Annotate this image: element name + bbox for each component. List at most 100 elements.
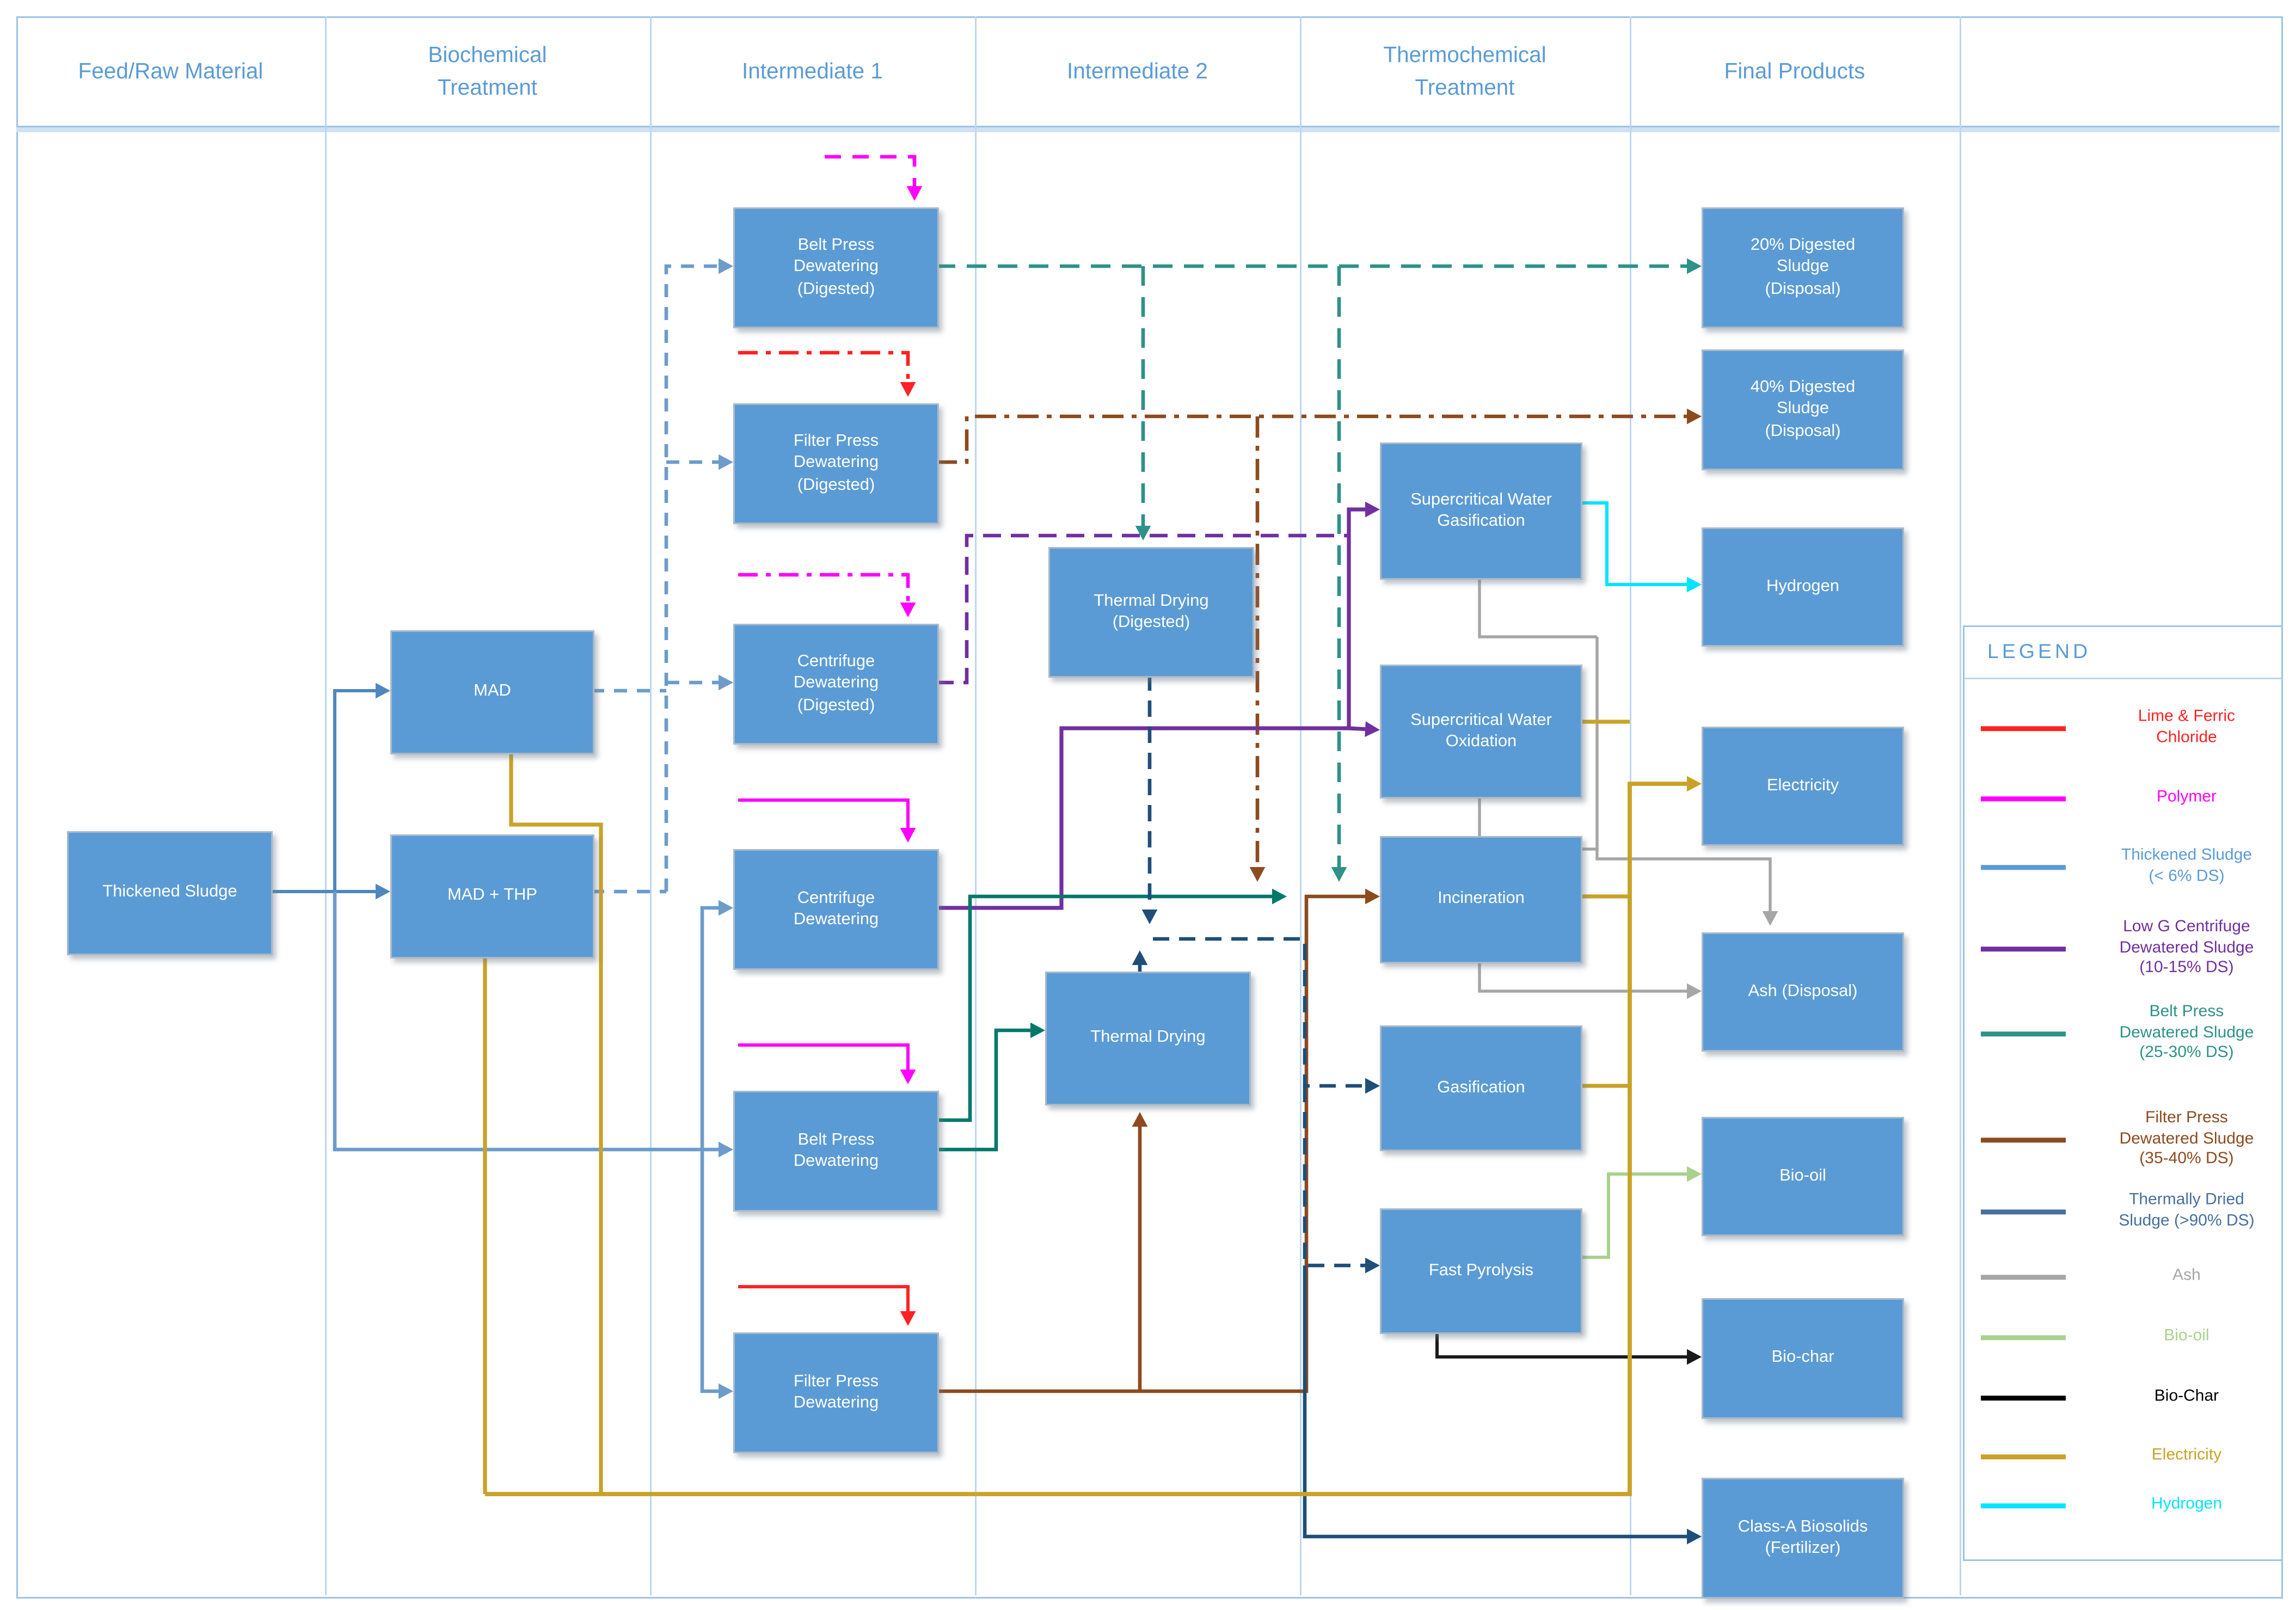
arrowhead-scwg-hydrogen bbox=[1687, 576, 1702, 593]
node-supercritical-water-oxidation: Supercritical Water Oxidation bbox=[1380, 665, 1582, 798]
arrowhead-gold-bus bbox=[1687, 776, 1702, 792]
arrowhead-beltd-to-incin bbox=[1331, 867, 1347, 882]
node-label: Hydrogen bbox=[1766, 577, 1839, 596]
node-electricity: Electricity bbox=[1702, 727, 1904, 846]
header-divider-line bbox=[16, 126, 2280, 132]
column-divider bbox=[325, 16, 327, 1595]
flow-line-purple-to-scwo bbox=[1348, 726, 1366, 732]
node-thermal-drying: Thermal Drying bbox=[1045, 972, 1251, 1105]
flow-line-pyr-biochar bbox=[1435, 1331, 1687, 1359]
node-label: Incineration bbox=[1438, 890, 1525, 908]
arrowhead-filterd-to-40pct bbox=[1687, 408, 1702, 425]
arrowhead-beltd-to-tdd bbox=[1135, 526, 1151, 540]
flow-line-bypass-to-belt bbox=[333, 892, 719, 1152]
node-label: Belt Press Dewatering (Digested) bbox=[793, 236, 879, 299]
column-header-intermediate1: Intermediate 1 bbox=[742, 58, 883, 83]
node-centrifuge-dewatering-digested: Centrifuge Dewatering (Digested) bbox=[733, 624, 939, 745]
node-label: 20% Digested Sludge (Disposal) bbox=[1750, 236, 1856, 299]
flow-line-scwg-hydrogen bbox=[1579, 501, 1687, 586]
node-label: Centrifuge Dewatering bbox=[793, 889, 879, 929]
legend-entry-label: Belt Press Dewatered Sludge (25-30% DS) bbox=[2119, 1003, 2254, 1062]
arrowhead-belt-to-td bbox=[1030, 1022, 1045, 1038]
arrowhead-polymer-belt bbox=[900, 1070, 916, 1084]
flow-line-lime-filter bbox=[738, 1285, 910, 1311]
node-class-a-biosolids: Class-A Biosolids (Fertilizer) bbox=[1702, 1478, 1904, 1599]
node-ash-disposal: Ash (Disposal) bbox=[1702, 932, 1904, 1052]
flow-line-cent-purple-solid bbox=[936, 726, 1349, 910]
legend-swatch-line bbox=[1981, 1031, 2066, 1036]
flow-line-thickened-to-mad bbox=[333, 689, 376, 892]
arrowhead-ash-top bbox=[1762, 911, 1778, 926]
flow-line-centd-purple-dash bbox=[936, 533, 1349, 685]
arrowhead-bypass-to-filter bbox=[719, 1383, 733, 1399]
node-filter-press-dewatering: Filter Press Dewatering bbox=[733, 1332, 939, 1453]
node-label: Fast Pyrolysis bbox=[1428, 1262, 1534, 1280]
node-label: Electricity bbox=[1766, 777, 1839, 795]
legend-swatch-line bbox=[1981, 1209, 2066, 1214]
legend-swatch-line bbox=[1981, 1335, 2066, 1339]
node-label: 40% Digested Sludge (Disposal) bbox=[1750, 378, 1856, 441]
flow-line-belt-to-td bbox=[936, 1028, 1030, 1152]
flow-line-incin-ash bbox=[1478, 960, 1687, 993]
node-digested-sludge-40: 40% Digested Sludge (Disposal) bbox=[1702, 349, 1904, 470]
node-digested-sludge-20: 20% Digested Sludge (Disposal) bbox=[1702, 207, 1904, 328]
node-gasification: Gasification bbox=[1380, 1025, 1582, 1151]
arrowhead-polymer-cent bbox=[900, 828, 916, 843]
legend-entry-label: Filter Press Dewatered Sludge (35-40% DS… bbox=[2119, 1109, 2254, 1168]
arrowhead-dried-to-pyrolysis bbox=[1365, 1257, 1380, 1274]
arrowhead-filter-to-td bbox=[1132, 1112, 1148, 1127]
legend-swatch-line bbox=[1981, 1396, 2066, 1400]
arrowhead-beltd-to-20pct bbox=[1687, 258, 1702, 274]
node-mad-thp: MAD + THP bbox=[390, 834, 594, 958]
flow-line-dried-to-classa bbox=[1303, 1265, 1687, 1539]
node-label: Centrifuge Dewatering (Digested) bbox=[793, 653, 879, 715]
column-header-thermochemical: Thermochemical Treatment bbox=[1383, 42, 1546, 99]
arrowhead-tdd-down bbox=[1141, 910, 1158, 924]
column-header-biochemical: Biochemical Treatment bbox=[428, 42, 547, 99]
node-fast-pyrolysis: Fast Pyrolysis bbox=[1380, 1208, 1582, 1334]
legend-entry-label: Thermally Dried Sludge (>90% DS) bbox=[2119, 1191, 2255, 1230]
arrowhead-digested-to-filterd bbox=[719, 454, 733, 470]
node-label: Belt Press Dewatering bbox=[793, 1130, 879, 1171]
node-label: Gasification bbox=[1437, 1079, 1525, 1097]
flow-line-filter-to-incin bbox=[936, 894, 1365, 1393]
flow-line-polymer-centd bbox=[738, 573, 910, 603]
legend-swatch-line bbox=[1981, 1503, 2066, 1508]
node-belt-press-dewatering: Belt Press Dewatering bbox=[733, 1091, 939, 1212]
arrowhead-bypass-to-centrifuge bbox=[719, 900, 733, 916]
node-label: Filter Press Dewatering bbox=[793, 1372, 879, 1412]
arrowhead-digested-to-centd bbox=[719, 674, 733, 691]
flow-line-dried-to-pyrolysis bbox=[1303, 1086, 1365, 1268]
legend-entry-label: Hydrogen bbox=[2151, 1495, 2223, 1514]
column-divider bbox=[650, 16, 652, 1595]
arrowhead-belt-to-incin bbox=[1272, 888, 1287, 905]
legend-entry-label: Polymer bbox=[2156, 788, 2217, 807]
arrowhead-pyr-biochar bbox=[1687, 1349, 1702, 1365]
arrowhead-lime-filterd bbox=[900, 382, 916, 397]
legend-entry-label: Ash bbox=[2172, 1267, 2201, 1285]
legend-entry-label: Bio-oil bbox=[2164, 1327, 2209, 1345]
flow-line-mad-gold bbox=[509, 751, 603, 1494]
flow-line-belt-to-incin bbox=[936, 894, 1272, 1122]
column-divider bbox=[975, 16, 977, 1595]
flow-line-polymer-cent bbox=[738, 798, 910, 828]
node-incineration: Incineration bbox=[1380, 836, 1582, 963]
node-label: Thermal Drying bbox=[1090, 1029, 1206, 1047]
node-label: Filter Press Dewatering (Digested) bbox=[793, 432, 879, 495]
node-label: Bio-oil bbox=[1779, 1167, 1826, 1185]
column-header-intermediate2: Intermediate 2 bbox=[1067, 58, 1208, 83]
arrowhead-filterd-to-incin bbox=[1249, 867, 1266, 882]
flow-line-bypass-to-centrifuge bbox=[700, 906, 719, 1150]
flow-line-polymer-belt bbox=[738, 1043, 910, 1070]
arrowhead-td-up bbox=[1132, 950, 1148, 965]
node-hydrogen: Hydrogen bbox=[1702, 527, 1904, 647]
legend-swatch-line bbox=[1981, 1454, 2066, 1459]
column-header-final-products: Final Products bbox=[1724, 58, 1865, 83]
column-header-feed: Feed/Raw Material bbox=[78, 58, 263, 83]
node-bio-oil: Bio-oil bbox=[1702, 1117, 1904, 1236]
arrowhead-dried-to-classa bbox=[1687, 1528, 1702, 1545]
flow-line-ash-top bbox=[1595, 637, 1772, 911]
